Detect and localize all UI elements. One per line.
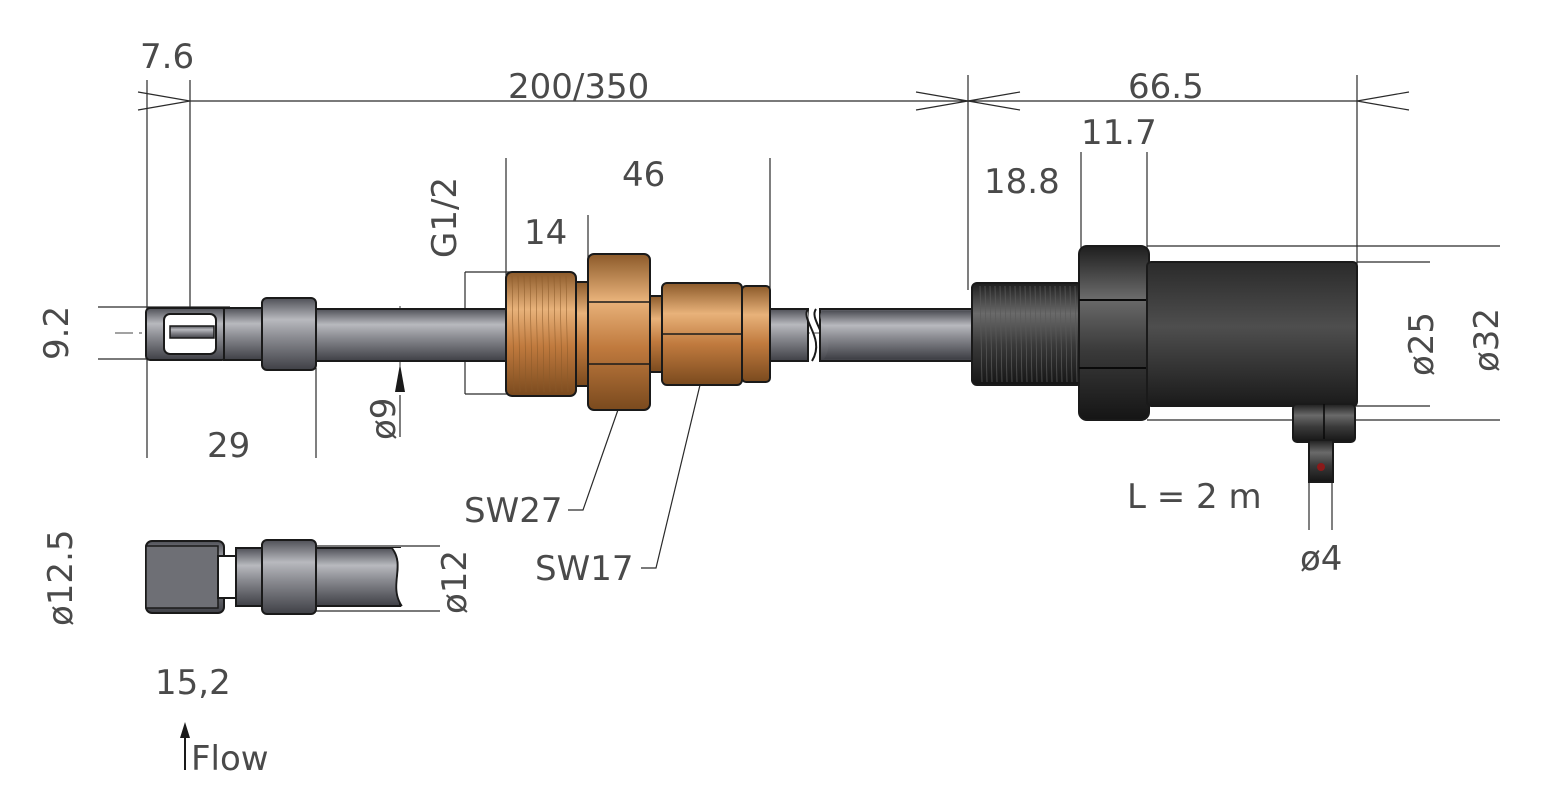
dim-housing-inner-diameter: ø25 [1402, 312, 1442, 376]
dim-probe-tip-width: 7.6 [140, 37, 194, 77]
thread-line [517, 275, 521, 393]
hex-nut-sw27 [587, 253, 651, 411]
thread-line [1014, 285, 1018, 383]
thread-line [535, 275, 539, 393]
thread-line [541, 275, 545, 393]
dim-detail-length: 15,2 [155, 663, 231, 703]
dim-fitting-length: 46 [622, 155, 665, 195]
thread-line [529, 275, 533, 393]
housing-body [1146, 261, 1358, 407]
dim-detail-diameter: ø12.5 [41, 529, 81, 626]
dim-housing-thread-length: 18.8 [984, 162, 1060, 202]
thread-line [1069, 285, 1073, 383]
dim-process-thread: G1/2 [425, 177, 465, 258]
tip-detail-view [145, 539, 420, 615]
brass-fitting [505, 253, 771, 411]
thread-line [1024, 285, 1028, 383]
rod-break [805, 308, 818, 362]
thread-line [989, 285, 993, 383]
flow-arrow [180, 722, 190, 770]
thread-line [559, 275, 563, 393]
thread-line [1049, 285, 1053, 383]
dim-housing-length: 66.5 [1128, 67, 1204, 107]
thread-line [1044, 285, 1048, 383]
thread-line [547, 275, 551, 393]
dim-tip-diameter-height: 9.2 [37, 306, 77, 360]
dim-housing-outer-diameter: ø32 [1467, 308, 1507, 372]
thread-line [1074, 285, 1078, 383]
thread-line [1039, 285, 1043, 383]
thread-line [1004, 285, 1008, 383]
dim-thread-length: 14 [524, 213, 567, 253]
label-wrench-large: SW27 [464, 491, 562, 531]
tip-collar [261, 297, 317, 371]
thread-line [1034, 285, 1038, 383]
thread-line [979, 285, 983, 383]
thread-line [553, 275, 557, 393]
thread-line [1009, 285, 1013, 383]
dim-detail-rod-diameter: ø12 [435, 550, 475, 614]
thread-line [994, 285, 998, 383]
thread-line [523, 275, 527, 393]
thread-line [1029, 285, 1033, 383]
thread-line [999, 285, 1003, 383]
thread-line [984, 285, 988, 383]
cable-gland [1292, 403, 1356, 483]
dim-rod-diameter: ø9 [364, 398, 404, 440]
thread-line [1054, 285, 1058, 383]
housing-hex-nut [1078, 245, 1150, 421]
dim-tip-length: 29 [207, 426, 250, 466]
dim-overall-length: 200/350 [508, 67, 649, 107]
thread-line [1019, 285, 1023, 383]
dim-cable-diameter: ø4 [1300, 539, 1342, 579]
label-cable-length: L = 2 m [1127, 477, 1262, 517]
thread-line [1059, 285, 1063, 383]
probe-assembly [145, 245, 1358, 483]
thread-line [565, 275, 569, 393]
label-wrench-small: SW17 [535, 549, 633, 589]
dim-nut-width: 11.7 [1081, 113, 1157, 153]
thread-line [511, 275, 515, 393]
label-flow: Flow [191, 739, 269, 779]
thread-line [1064, 285, 1068, 383]
